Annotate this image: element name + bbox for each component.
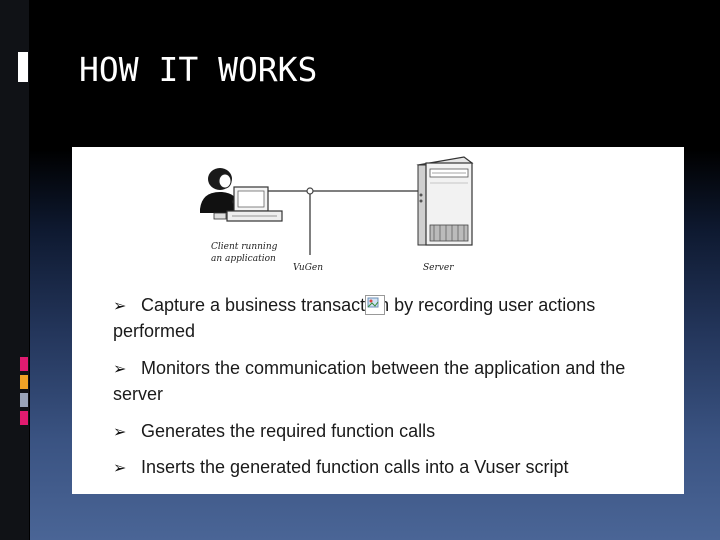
accent-block-orange — [20, 375, 28, 389]
accent-block-top — [18, 52, 28, 82]
bullet-item: ➢Capture a business transaction by recor… — [113, 293, 673, 344]
architecture-figure — [200, 156, 474, 255]
bullet-item: ➢ Inserts the generated function calls in… — [113, 455, 673, 481]
accent-block-pink-2 — [20, 411, 28, 425]
content-panel: Client running an application VuGen Serv… — [72, 147, 684, 494]
bullet-text: Capture a business transaction by record… — [113, 295, 596, 341]
vugen-label: VuGen — [293, 263, 324, 273]
bullet-text: Inserts the generated function calls int… — [141, 457, 569, 477]
bullet-arrow-icon: ➢ — [113, 460, 127, 477]
broken-image-icon — [365, 295, 385, 315]
bullet-item: ➢Monitors the communication between the … — [113, 356, 673, 407]
server-label: Server — [423, 263, 454, 273]
slide-title: HOW IT WORKS — [79, 50, 318, 89]
client-computer-icon — [213, 186, 283, 222]
accent-block-pink-1 — [20, 357, 28, 371]
bullet-arrow-icon: ➢ — [113, 298, 127, 315]
bullet-item: ➢ Generates the required function calls — [113, 419, 673, 445]
vugen-node — [306, 187, 314, 195]
left-accent-strip — [0, 0, 29, 540]
bullet-arrow-icon: ➢ — [113, 424, 127, 441]
accent-block-gray — [20, 393, 28, 407]
server-icon — [416, 156, 474, 246]
bullet-text: Monitors the communication between the a… — [113, 358, 626, 404]
bullet-arrow-icon: ➢ — [113, 361, 127, 378]
client-person-icon — [200, 168, 249, 213]
client-label: Client running an application — [211, 242, 278, 264]
bullet-text: Generates the required function calls — [141, 421, 436, 441]
